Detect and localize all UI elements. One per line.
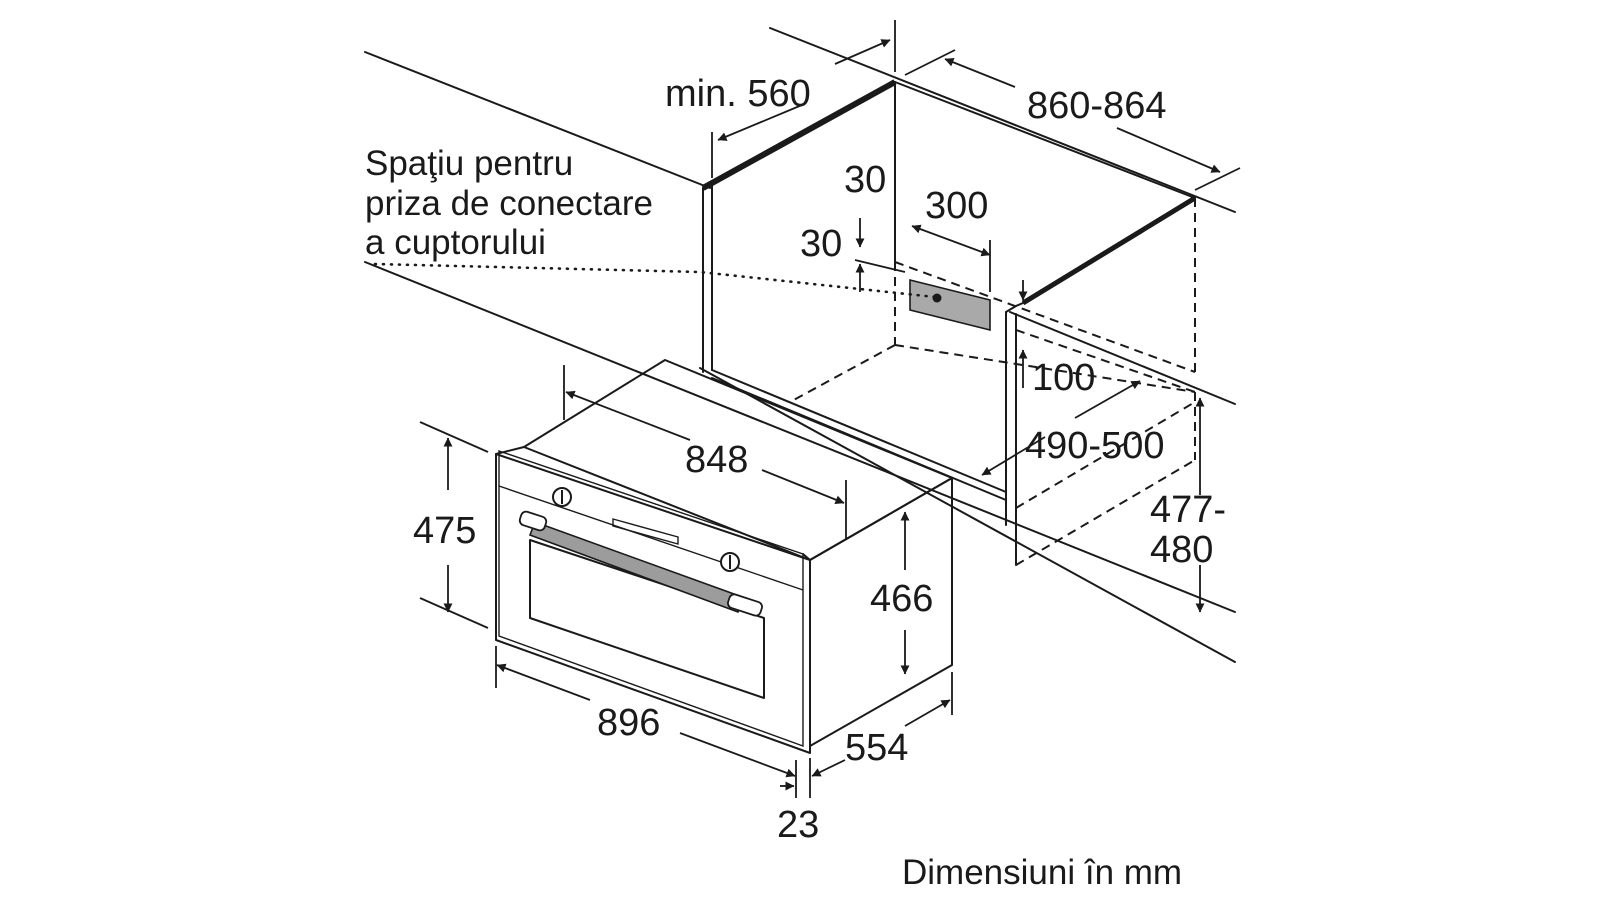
- dim-body-depth: 554: [845, 727, 908, 769]
- dim-front-thickness: 23: [777, 804, 819, 846]
- dim-side-clearance: 30: [800, 223, 842, 265]
- dim-min-width: min. 560: [665, 73, 811, 115]
- dim-cabinet-width: 860-864: [1027, 85, 1166, 127]
- dim-top-clearance: 30: [844, 159, 886, 201]
- dimension-lines: [419, 20, 1241, 798]
- dim-front-width: 896: [597, 702, 660, 744]
- dim-socket-height: 100: [1032, 357, 1095, 399]
- socket-note-line2: priza de conectare: [365, 184, 653, 223]
- dim-socket-width: 300: [925, 185, 988, 227]
- left-knob: [552, 487, 572, 507]
- oven: [495, 359, 953, 754]
- socket-note-line3: a cuptorului: [365, 223, 546, 262]
- dim-body-height: 466: [870, 578, 933, 620]
- dim-niche-height-line1: 477-: [1150, 489, 1226, 531]
- right-knob: [720, 552, 740, 572]
- dim-body-width: 848: [685, 439, 748, 481]
- note-pointer: [373, 262, 937, 299]
- dim-niche-height-line2: 480: [1150, 529, 1213, 571]
- units-caption: Dimensiuni în mm: [902, 853, 1182, 892]
- socket-area: [909, 278, 991, 332]
- dim-cabinet-depth: 490-500: [1025, 425, 1164, 467]
- dim-front-height: 475: [413, 510, 476, 552]
- cabinet-niche: [701, 79, 1197, 566]
- socket-note-line1: Spaţiu pentru: [365, 144, 573, 183]
